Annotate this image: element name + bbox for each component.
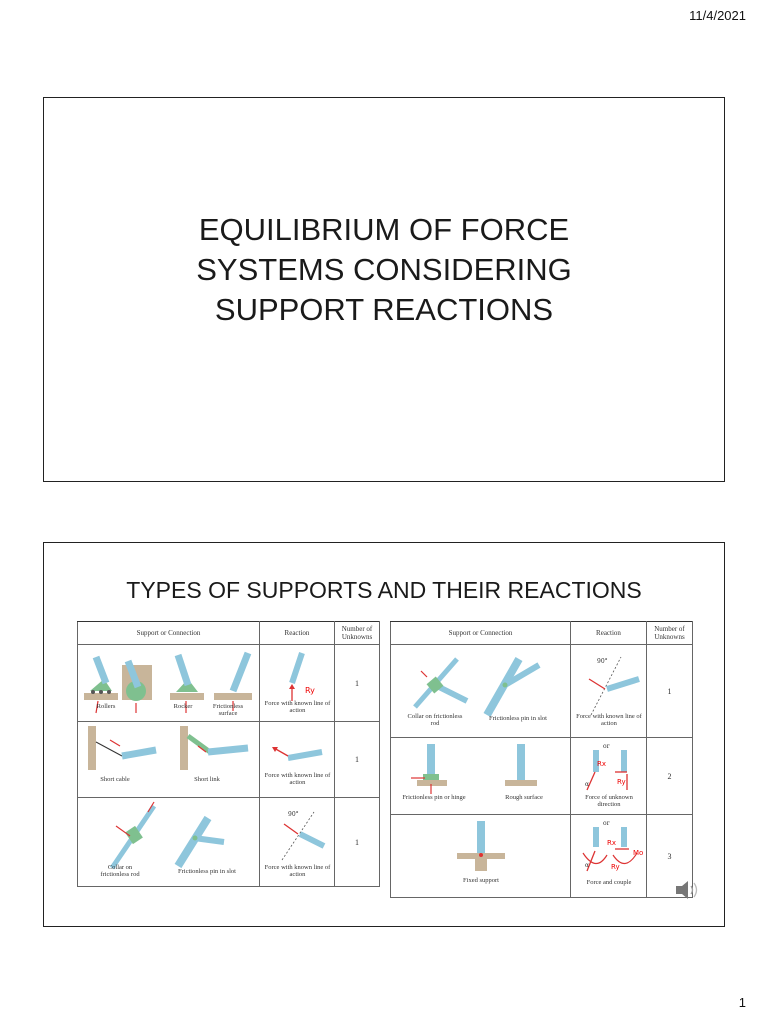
reaction-cell: Force with known line of action [260,722,334,797]
unknowns-value: 2 [646,737,693,815]
supports-table-right: Support or Connection Reaction Number of… [390,621,693,898]
slide-1-title: EQUILIBRIUM OF FORCE SYSTEMS CONSIDERING… [44,210,724,330]
support-illustration-fixed: Fixed support [391,815,570,897]
unknowns-value: 1 [334,797,380,887]
speaker-icon[interactable] [674,878,700,902]
angle-label: 90° [288,811,299,818]
unknowns-value: 1 [646,644,693,738]
angle-label: 90° [597,658,608,665]
reaction-caption: Force with known line of action [264,864,331,878]
support-illustration-collar-pin: Collar on frictionless rod Frictionless … [78,798,259,886]
unknowns-value: 1 [334,721,380,798]
annotation-rx: Rx [597,760,606,768]
reaction-force-figure: or α Rx Ry Mo [582,820,643,872]
annotation-ry: Ry [617,778,626,786]
caption-frictionless-surface: Frictionless surface [212,703,244,717]
caption-rollers: Rollers [96,703,116,710]
reaction-force-figure: 90° [588,656,640,716]
reaction-caption: Force with known line of action [264,700,331,714]
collar-pin-figure [109,801,225,870]
header-reaction: Reaction [570,621,647,645]
annotation-ry: Ry [305,686,315,695]
support-illustration-pin-rough: Frictionless pin or hinge Rough surface [391,738,570,814]
or-label: or [603,820,610,827]
caption-fixed-support: Fixed support [463,877,499,884]
title-line-3: SUPPORT REACTIONS [214,292,554,327]
rollers-rocker-surface-figure [84,651,252,714]
header-unknowns: Number of Unknowns [646,621,693,645]
table-row: Frictionless pin or hinge Rough surface … [390,737,693,815]
caption-collar-on-frictionless-rod: Collar on frictionless rod [407,713,463,727]
reaction-cell: 90° Force with known line of action [571,645,646,737]
reaction-cell: 90° Force with known line of action [260,798,334,886]
or-label: or [603,743,610,750]
annotation-rx: Rx [607,839,616,847]
page-number: 1 [738,995,746,1010]
header-reaction: Reaction [259,621,335,645]
support-illustration-cable-link: Short cable Short link [78,722,259,797]
cable-link-figure [88,726,249,770]
header-support: Support or Connection [390,621,571,645]
caption-frictionless-pin-in-slot: Frictionless pin in slot [178,868,236,875]
header-unknowns: Number of Unknowns [334,621,380,645]
reaction-cell: or α Rx Ry Mo Force and couple [571,815,646,897]
reaction-caption: Force of unknown direction [585,794,633,808]
caption-rough-surface: Rough surface [505,794,543,801]
support-illustration-rollers-group: Rollers Rocker Frictionless surface [78,645,259,721]
alpha-label: α [585,781,589,788]
table-row: Short cable Short link Force with known … [77,721,380,798]
reaction-force-figure: 90° [281,811,326,861]
caption-short-link: Short link [194,776,220,783]
slide-2: TYPES OF SUPPORTS AND THEIR REACTIONS Su… [43,542,725,927]
annotation-mo: Mo [633,849,643,857]
title-line-1: EQUILIBRIUM OF FORCE [198,212,570,247]
reaction-cell: or α Rx Ry Force of unknown direction [571,738,646,814]
header-date: 11/4/2021 [689,8,746,23]
alpha-label: α [585,862,589,869]
reaction-caption: Force and couple [586,879,632,886]
caption-frictionless-pin-or-hinge: Frictionless pin or hinge [402,794,466,801]
reaction-force-figure: Ry [289,652,315,701]
slide-2-title: TYPES OF SUPPORTS AND THEIR REACTIONS [126,577,642,603]
header-support: Support or Connection [77,621,260,645]
reaction-cell: Ry Force with known line of action [260,645,334,721]
reaction-force-figure: or α Rx Ry [585,743,628,791]
table-row: Rollers Rocker Frictionless surface Ry F… [77,644,380,722]
caption-rocker: Rocker [173,703,193,710]
collar-pin-figure [413,657,541,717]
caption-short-cable: Short cable [100,776,130,783]
reaction-caption: Force with known line of action [264,772,331,786]
caption-collar-on-frictionless-rod: Collar on frictionless rod [100,864,140,878]
table-row: Fixed support or α Rx Ry [390,814,693,898]
unknowns-value: 1 [334,644,380,722]
reaction-force-figure [272,747,323,761]
table-row: Collar on frictionless rod Frictionless … [390,644,693,738]
reaction-caption: Force with known line of action [576,713,642,727]
slide-1: EQUILIBRIUM OF FORCE SYSTEMS CONSIDERING… [43,97,725,482]
fixed-support-figure [457,821,505,871]
annotation-ry: Ry [611,863,620,871]
title-line-2: SYSTEMS CONSIDERING [196,252,572,287]
caption-frictionless-pin-in-slot: Frictionless pin in slot [489,715,547,722]
supports-table-left: Support or Connection Reaction Number of… [77,621,380,887]
support-illustration-collar-pin: Collar on frictionless rod Frictionless … [391,645,570,737]
table-row: Collar on frictionless rod Frictionless … [77,797,380,887]
pin-rough-figure [411,744,537,794]
